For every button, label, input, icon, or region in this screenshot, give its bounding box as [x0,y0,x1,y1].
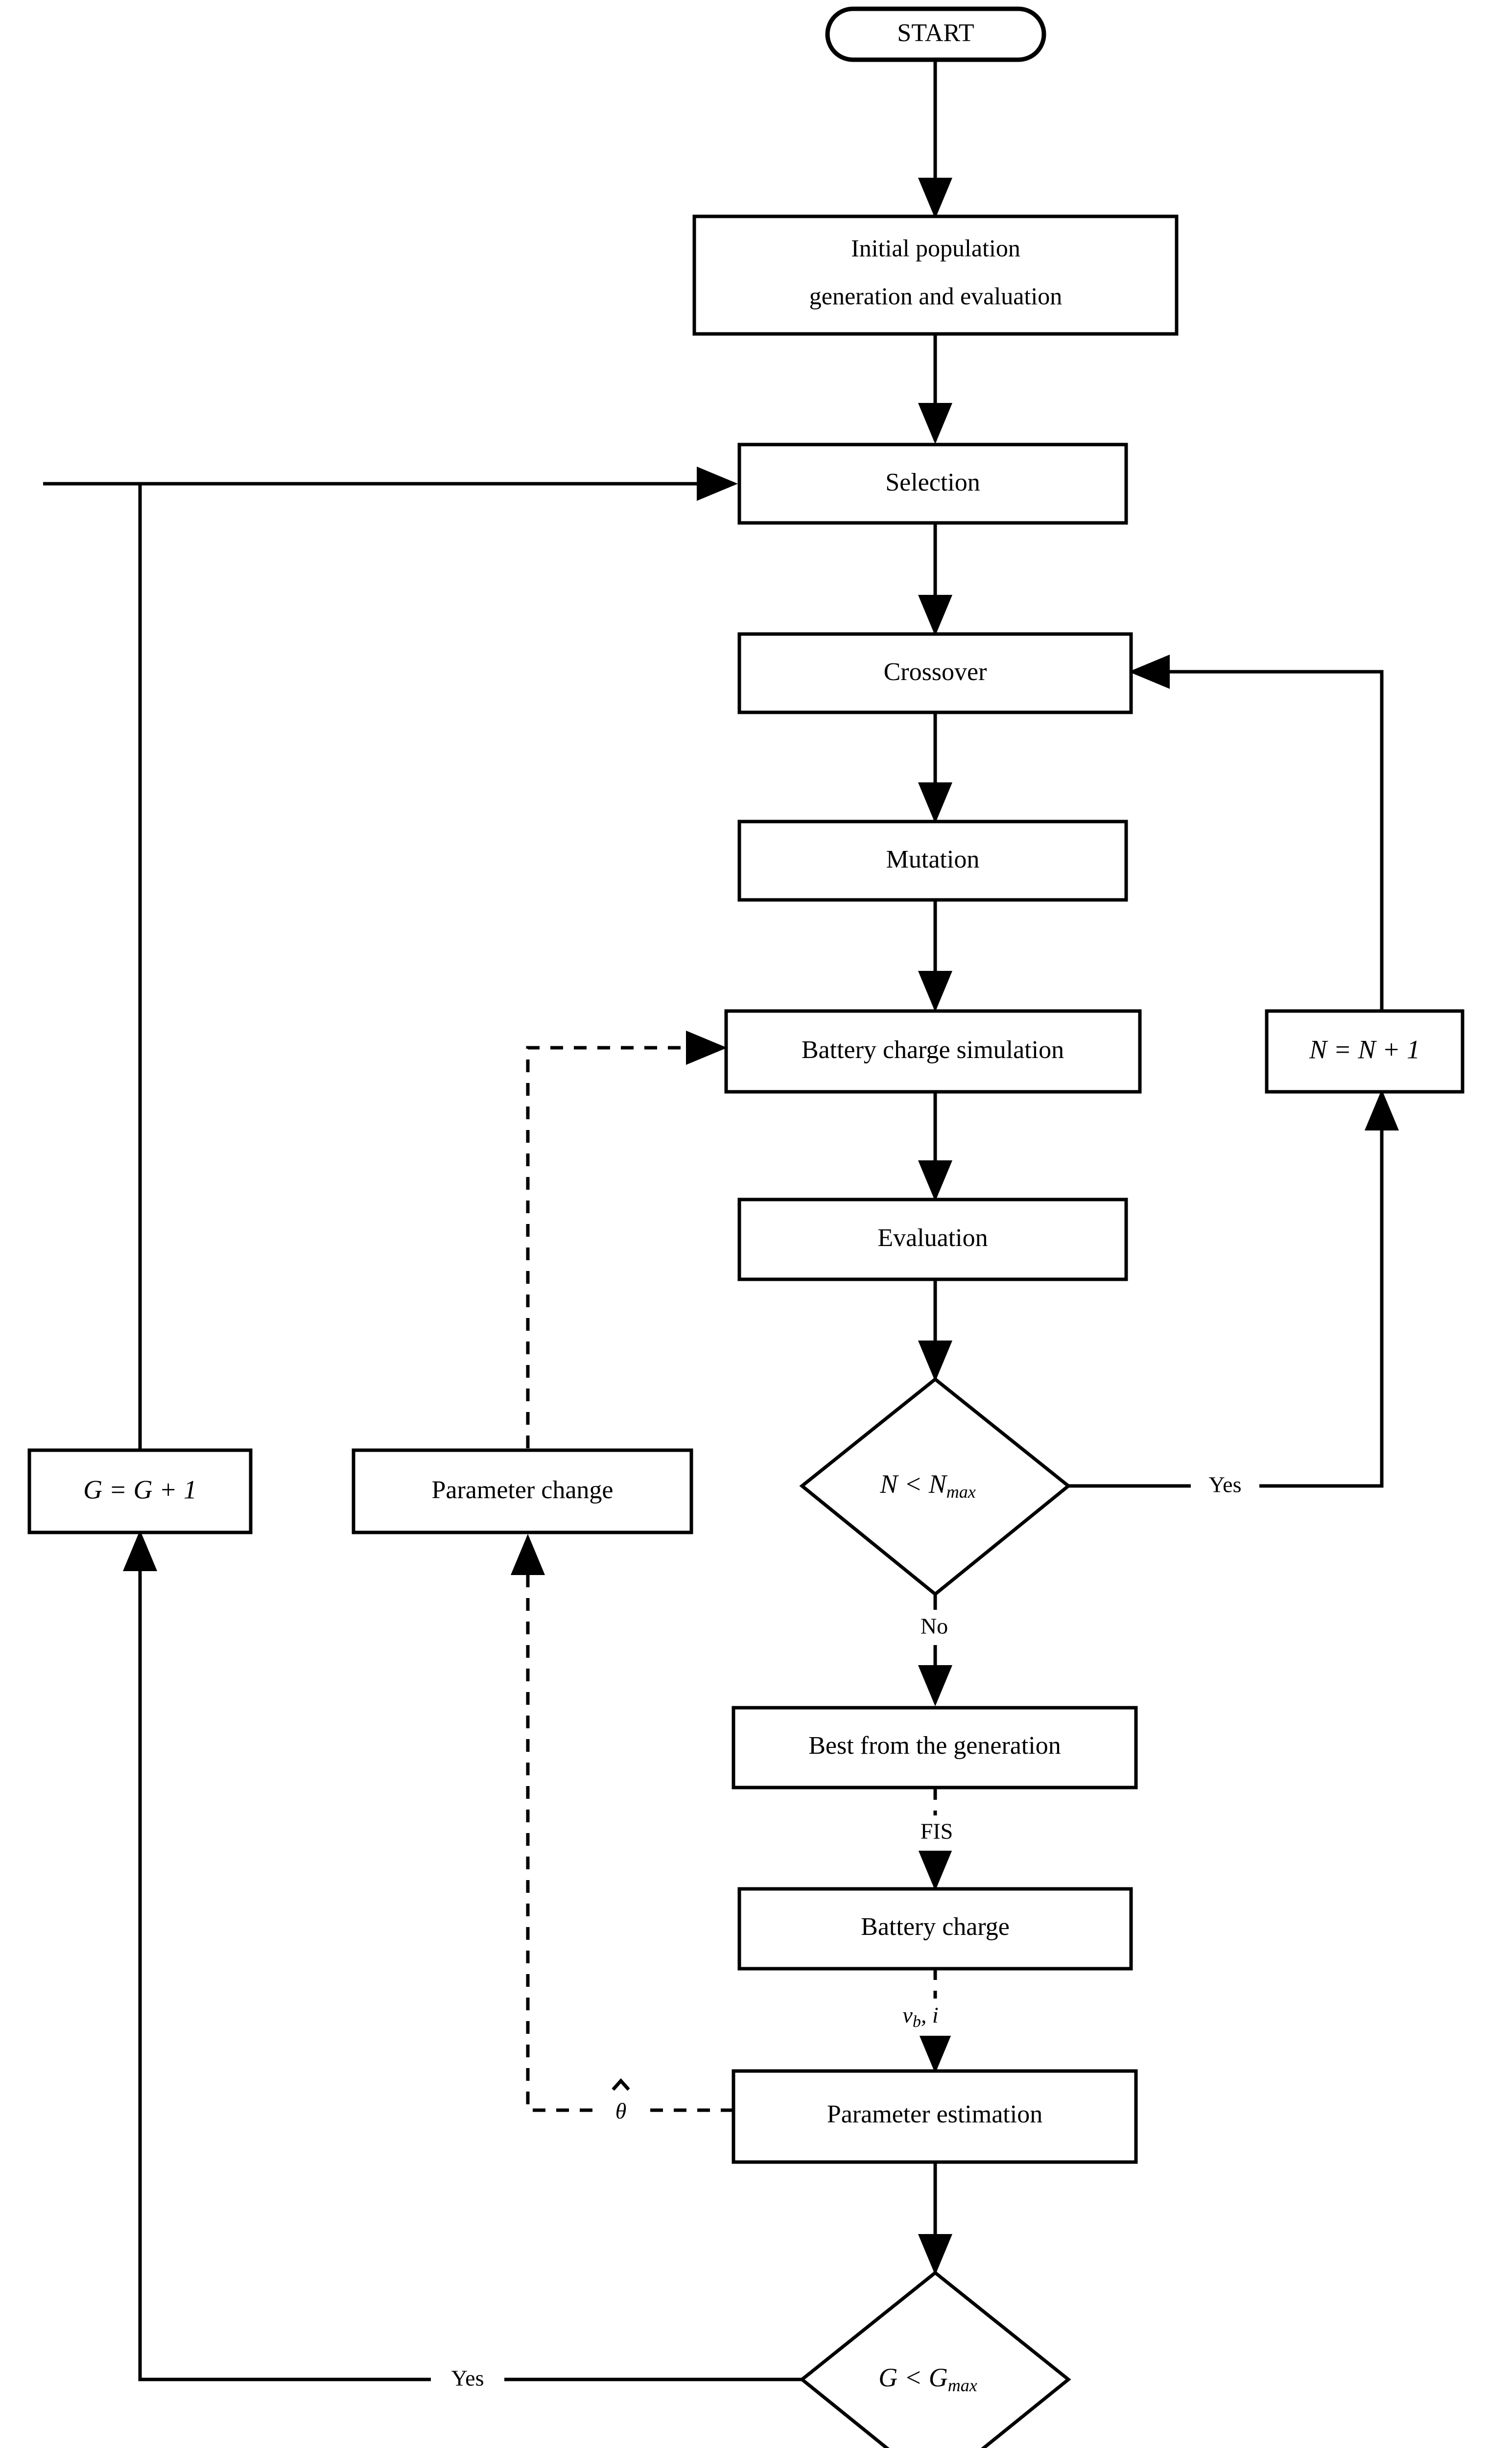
edge-decision-n-yes-to-n-increment [1068,1089,1399,1488]
edge-label-theta-hat-bg [598,2092,645,2132]
node-selection[interactable] [737,443,1128,525]
node-battery-charge[interactable] [737,1887,1133,1971]
node-param-change-label: Parameter change [431,1476,613,1504]
node-best-gen[interactable] [732,1706,1138,1789]
node-init-label-line1: Initial population [851,234,1020,261]
edge-label-fis-bg [905,1815,969,1851]
edge-param-change-to-battery-sim [526,1031,727,1448]
node-selection-label: Selection [885,469,980,496]
edge-n-increment-to-crossover [1129,655,1384,1010]
node-decision-n[interactable] [799,1377,1071,1597]
edge-decision-g-yes-to-g-increment [123,1530,802,2381]
edge-label-yes-g-bg [431,2362,504,2397]
edge-label-theta-hat: θ [615,2098,627,2123]
node-decision-g[interactable] [799,2270,1071,2448]
node-mutation-label: Mutation [886,846,980,873]
edge-label-fis: FIS [921,1819,953,1844]
node-crossover[interactable] [737,632,1133,714]
edge-g-increment-to-selection [43,482,142,1450]
node-n-increment-label: N = N + 1 [1309,1035,1420,1064]
node-init[interactable] [692,214,1179,336]
node-start[interactable] [825,6,1046,62]
node-best-gen-label: Best from the generation [808,1732,1061,1760]
edge-label-no-n: No [921,1614,948,1639]
node-crossover-label: Crossover [884,658,987,686]
edge-label-yes-n: Yes [1209,1472,1242,1497]
node-param-estimation[interactable] [732,2069,1138,2164]
node-g-increment[interactable] [27,1448,253,1534]
edge-label-vb-i-bg [900,1999,973,2036]
theta-hat-accent-icon [612,2078,630,2091]
edge-label-no-n-bg [905,1610,964,1645]
edge-g-increment-left-to-selection [138,467,738,1450]
node-n-increment[interactable] [1265,1009,1465,1094]
node-start-label: START [897,19,974,47]
node-decision-g-label: G < Gmax [878,2363,977,2395]
node-evaluation[interactable] [737,1198,1128,1281]
edge-label-vb-i: vb, i [902,2002,938,2031]
edge-label-yes-g: Yes [451,2366,484,2391]
node-evaluation-label: Evaluation [877,1224,988,1252]
node-battery-charge-label: Battery charge [861,1913,1010,1941]
node-mutation[interactable] [737,820,1128,902]
node-init-label-line2: generation and evaluation [809,282,1062,309]
node-param-change[interactable] [352,1448,693,1534]
node-battery-sim-label: Battery charge simulation [802,1036,1064,1064]
node-battery-sim[interactable] [724,1009,1142,1094]
node-decision-n-label: N < Nmax [879,1469,975,1502]
edge-param-estimation-to-param-change [511,1534,733,2112]
node-param-estimation-label: Parameter estimation [827,2100,1042,2128]
node-g-increment-label: G = G + 1 [83,1475,197,1504]
edge-label-yes-n-bg [1191,1469,1259,1504]
